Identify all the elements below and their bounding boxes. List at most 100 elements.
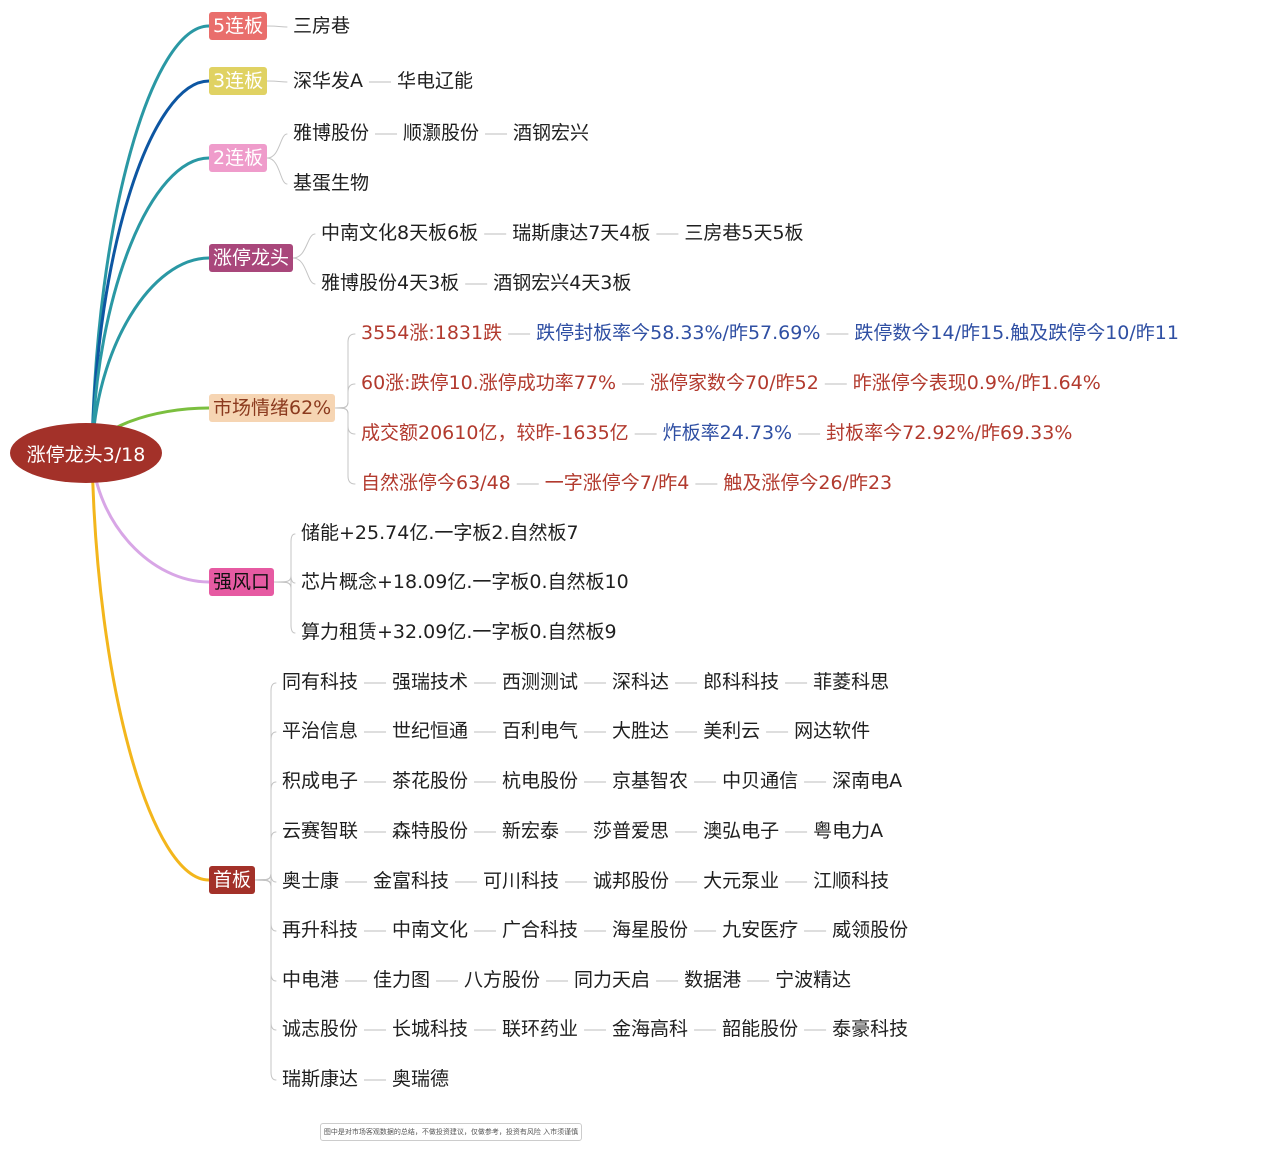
first-item[interactable]: 新宏泰	[502, 819, 560, 842]
b2-item[interactable]: 基蛋生物	[293, 171, 370, 194]
first-item[interactable]: 金富科技	[373, 869, 450, 892]
wind-item[interactable]: 算力租赁+32.09亿.一字板0.自然板9	[301, 620, 617, 643]
first-item[interactable]: 强瑞技术	[392, 670, 469, 693]
first-item[interactable]: 金海高科	[612, 1017, 689, 1040]
first-item[interactable]: 澳弘电子	[703, 819, 780, 842]
branch-b5-connector	[90, 24, 211, 455]
first-item[interactable]: 联环药业	[502, 1017, 579, 1040]
branch-wind-tag[interactable]: 强风口	[209, 568, 275, 596]
first-item[interactable]: 深科达	[612, 670, 670, 693]
mood-item[interactable]: 昨涨停今表现0.9%/昨1.64%	[852, 371, 1101, 394]
branch-lt-connector	[90, 256, 211, 455]
first-item[interactable]: 大元泵业	[703, 869, 780, 892]
wind-item[interactable]: 储能+25.74亿.一字板2.自然板7	[301, 521, 579, 544]
first-item[interactable]: 海星股份	[612, 918, 689, 941]
first-item[interactable]: 同力天启	[574, 968, 651, 991]
first-item[interactable]: 茶花股份	[392, 769, 469, 792]
first-item[interactable]: 广合科技	[502, 918, 579, 941]
first-row-connector	[254, 781, 277, 881]
branch-lt-tag[interactable]: 涨停龙头	[209, 244, 294, 272]
first-item[interactable]: 奥士康	[282, 869, 340, 892]
branch-b3-tag[interactable]: 3连板	[209, 67, 268, 95]
lt-item[interactable]: 雅博股份4天3板	[321, 271, 460, 294]
lt-row-connector	[292, 257, 316, 285]
b2-item[interactable]: 顺灏股份	[403, 121, 480, 144]
lt-item[interactable]: 中南文化8天板6板	[321, 221, 479, 244]
first-item[interactable]: 美利云	[703, 719, 761, 742]
branch-b2-connector	[90, 156, 211, 455]
mood-item[interactable]: 炸板率24.73%	[662, 421, 793, 444]
lt-item[interactable]: 酒钢宏兴4天3板	[493, 271, 632, 294]
mood-item[interactable]: 自然涨停今63/48	[361, 471, 511, 494]
mood-item[interactable]: 3554涨:1831跌	[361, 321, 503, 344]
root-node[interactable]: 涨停龙头3/18	[10, 423, 162, 483]
first-item[interactable]: 中南文化	[392, 918, 469, 941]
first-item[interactable]: 同有科技	[282, 670, 359, 693]
first-item[interactable]: 八方股份	[464, 968, 541, 991]
first-item[interactable]: 深南电A	[832, 769, 903, 792]
first-item[interactable]: 再升科技	[282, 918, 359, 941]
branch-b3-connector	[90, 79, 211, 455]
first-item[interactable]: 长城科技	[392, 1017, 469, 1040]
first-item[interactable]: 中贝通信	[722, 769, 799, 792]
mood-item[interactable]: 触及涨停今26/昨23	[723, 471, 893, 494]
b2-item[interactable]: 酒钢宏兴	[513, 121, 590, 144]
first-item[interactable]: 佳力图	[373, 968, 431, 991]
first-item[interactable]: 瑞斯康达	[282, 1067, 359, 1090]
branch-b5-tag[interactable]: 5连板	[209, 12, 268, 40]
first-item[interactable]: 网达软件	[794, 719, 871, 742]
b3-row-connector	[266, 80, 288, 83]
mood-item[interactable]: 涨停家数今70/昨52	[650, 371, 819, 394]
mood-item[interactable]: 跌停封板率今58.33%/昨57.69%	[536, 321, 821, 344]
first-item[interactable]: 江顺科技	[813, 869, 890, 892]
first-item[interactable]: 森特股份	[392, 819, 469, 842]
first-item[interactable]: 百利电气	[502, 719, 579, 742]
mood-item[interactable]: 一字涨停今7/昨4	[544, 471, 690, 494]
lt-item[interactable]: 三房巷5天5板	[684, 221, 804, 244]
first-item[interactable]: 菲菱科思	[813, 670, 890, 693]
first-item[interactable]: 平治信息	[282, 719, 359, 742]
first-item[interactable]: 诚志股份	[282, 1017, 359, 1040]
first-row-connector	[254, 731, 277, 881]
first-item[interactable]: 西测测试	[502, 670, 579, 693]
disclaimer-note: 图中是对市场客观数据的总结，不做投资建议，仅做参考，投资有风险 入市须谨慎	[320, 1123, 582, 1141]
first-item[interactable]: 韶能股份	[722, 1017, 799, 1040]
first-item[interactable]: 可川科技	[483, 869, 560, 892]
first-item[interactable]: 粤电力A	[813, 819, 884, 842]
first-item[interactable]: 宁波精达	[775, 968, 852, 991]
b2-item[interactable]: 雅博股份	[293, 121, 370, 144]
mood-item[interactable]: 60涨:跌停10.涨停成功率77%	[361, 371, 617, 394]
lt-row-connector	[292, 233, 316, 259]
first-item[interactable]: 京基智农	[612, 769, 689, 792]
mood-row-connector	[334, 383, 356, 409]
mood-item[interactable]: 成交额20610亿，较昨-1635亿	[361, 421, 629, 444]
first-item[interactable]: 世纪恒通	[392, 719, 469, 742]
mood-item[interactable]: 封板率今72.92%/昨69.33%	[826, 421, 1073, 444]
first-item[interactable]: 威领股份	[832, 918, 909, 941]
first-item[interactable]: 泰豪科技	[832, 1017, 909, 1040]
first-item[interactable]: 云赛智联	[282, 819, 359, 842]
mood-item[interactable]: 跌停数今14/昨15.触及跌停今10/昨11	[854, 321, 1179, 344]
mood-row-connector	[334, 333, 356, 409]
branch-first-tag[interactable]: 首板	[209, 866, 256, 894]
b3-item[interactable]: 深华发A	[293, 69, 363, 92]
first-item[interactable]: 九安医疗	[722, 918, 799, 941]
lt-item[interactable]: 瑞斯康达7天4板	[512, 221, 651, 244]
first-item[interactable]: 数据港	[684, 968, 742, 991]
b5-item[interactable]: 三房巷	[293, 14, 351, 37]
first-item[interactable]: 莎普爱思	[593, 819, 670, 842]
first-item[interactable]: 大胜达	[612, 719, 670, 742]
first-item[interactable]: 诚邦股份	[593, 869, 670, 892]
first-item[interactable]: 奥瑞德	[392, 1067, 450, 1090]
first-item[interactable]: 中电港	[282, 968, 340, 991]
first-item[interactable]: 郎科科技	[703, 670, 780, 693]
first-item[interactable]: 杭电股份	[502, 769, 579, 792]
mood-row-connector	[334, 407, 356, 435]
branch-mood-tag[interactable]: 市场情绪62%	[209, 394, 336, 422]
b2-row-connector	[266, 157, 288, 185]
wind-item[interactable]: 芯片概念+18.09亿.一字板0.自然板10	[301, 570, 629, 593]
first-item[interactable]: 积成电子	[282, 769, 359, 792]
b3-item[interactable]: 华电辽能	[397, 69, 474, 92]
branch-b2-tag[interactable]: 2连板	[209, 144, 268, 172]
